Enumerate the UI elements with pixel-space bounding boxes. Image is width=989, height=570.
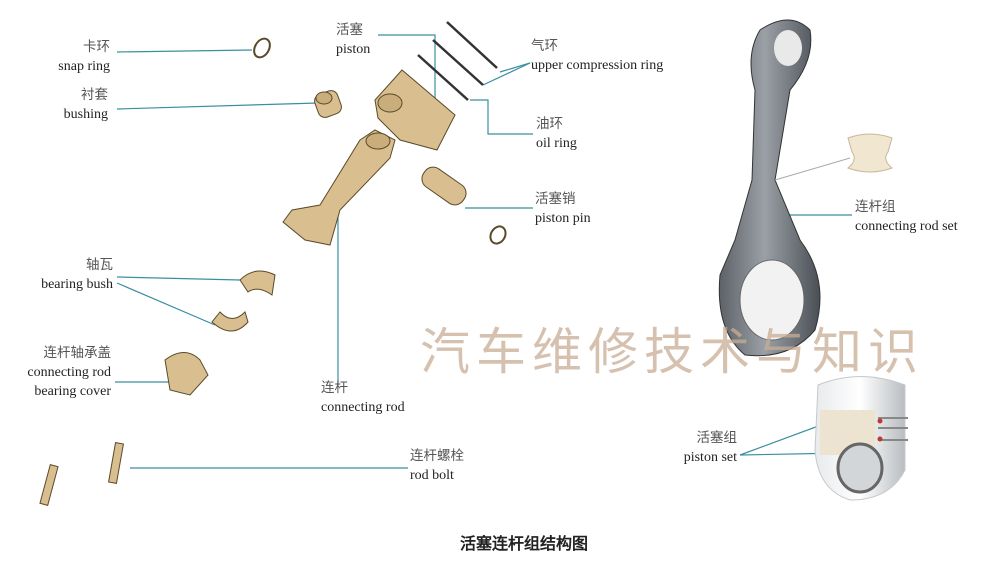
bearing-cover-en1: connecting rod xyxy=(27,365,111,380)
snap-ring-zh: 卡环 xyxy=(83,39,110,55)
exploded-parts xyxy=(39,21,507,506)
bearing-bush-en: bearing bush xyxy=(41,277,113,292)
piston-set-zh: 活塞组 xyxy=(696,430,738,446)
snap-ring-part xyxy=(253,37,271,59)
label-piston-pin: 活塞销 piston pin xyxy=(535,190,591,228)
label-piston: 活塞 piston xyxy=(336,21,370,59)
upper-ring-zh: 气环 xyxy=(531,38,558,54)
watermark: 汽车维修技术与知识 xyxy=(420,323,924,381)
piston-pin-snap-ring-part xyxy=(489,225,507,245)
connecting-rod-zh: 连杆 xyxy=(321,380,348,396)
bushing-en: bushing xyxy=(63,107,108,122)
label-upper-compression-ring: 气环 upper compression ring xyxy=(531,37,663,75)
connecting-rod-set-photo xyxy=(718,19,894,357)
upper-ring-en: upper compression ring xyxy=(531,58,664,73)
piston-part xyxy=(374,69,456,151)
label-piston-set: 活塞组 piston set xyxy=(684,429,737,467)
bearing-cover-zh: 连杆轴承盖 xyxy=(43,345,112,361)
lower-bearing-bush-part xyxy=(211,311,249,332)
snap-ring-en: snap ring xyxy=(58,59,110,74)
piston-pin-zh: 活塞销 xyxy=(535,191,576,207)
rod-bolt-zh: 连杆螺栓 xyxy=(410,448,464,464)
bearing-cover-en2: bearing cover xyxy=(34,384,111,399)
piston-pin-part xyxy=(421,166,467,206)
piston-en: piston xyxy=(336,42,371,57)
label-bearing-cover: 连杆轴承盖 connecting rod bearing cover xyxy=(27,344,111,401)
piston-rings-part xyxy=(417,21,498,101)
rod-bolt-part-2 xyxy=(108,442,124,484)
bushing-zh: 衬套 xyxy=(81,87,108,103)
bearing-bush-zh: 轴瓦 xyxy=(86,257,113,273)
rod-bolt-part-1 xyxy=(39,464,59,506)
rod-bolt-en: rod bolt xyxy=(410,468,454,483)
rod-set-en: connecting rod set xyxy=(855,219,958,234)
label-oil-ring: 油环 oil ring xyxy=(536,115,577,153)
label-bearing-bush: 轴瓦 bearing bush xyxy=(41,256,113,294)
oil-ring-en: oil ring xyxy=(536,136,577,151)
piston-set-en: piston set xyxy=(683,450,737,465)
label-snap-ring: 卡环 snap ring xyxy=(58,38,110,76)
piston-set-photo xyxy=(814,376,908,501)
bearing-cover-part xyxy=(164,352,209,396)
piston-pin-en: piston pin xyxy=(535,211,591,226)
label-bushing: 衬套 bushing xyxy=(64,86,108,124)
oil-ring-zh: 油环 xyxy=(536,116,563,132)
upper-bearing-bush-part xyxy=(239,270,276,296)
piston-zh: 活塞 xyxy=(336,22,363,38)
bushing-part xyxy=(314,90,342,118)
label-connecting-rod: 连杆 connecting rod xyxy=(321,379,405,417)
label-connecting-rod-set: 连杆组 connecting rod set xyxy=(855,198,958,236)
label-rod-bolt: 连杆螺栓 rod bolt xyxy=(410,447,464,485)
rod-set-zh: 连杆组 xyxy=(855,199,896,215)
connecting-rod-en: connecting rod xyxy=(321,400,405,415)
figure-caption: 活塞连杆组结构图 xyxy=(460,534,589,553)
